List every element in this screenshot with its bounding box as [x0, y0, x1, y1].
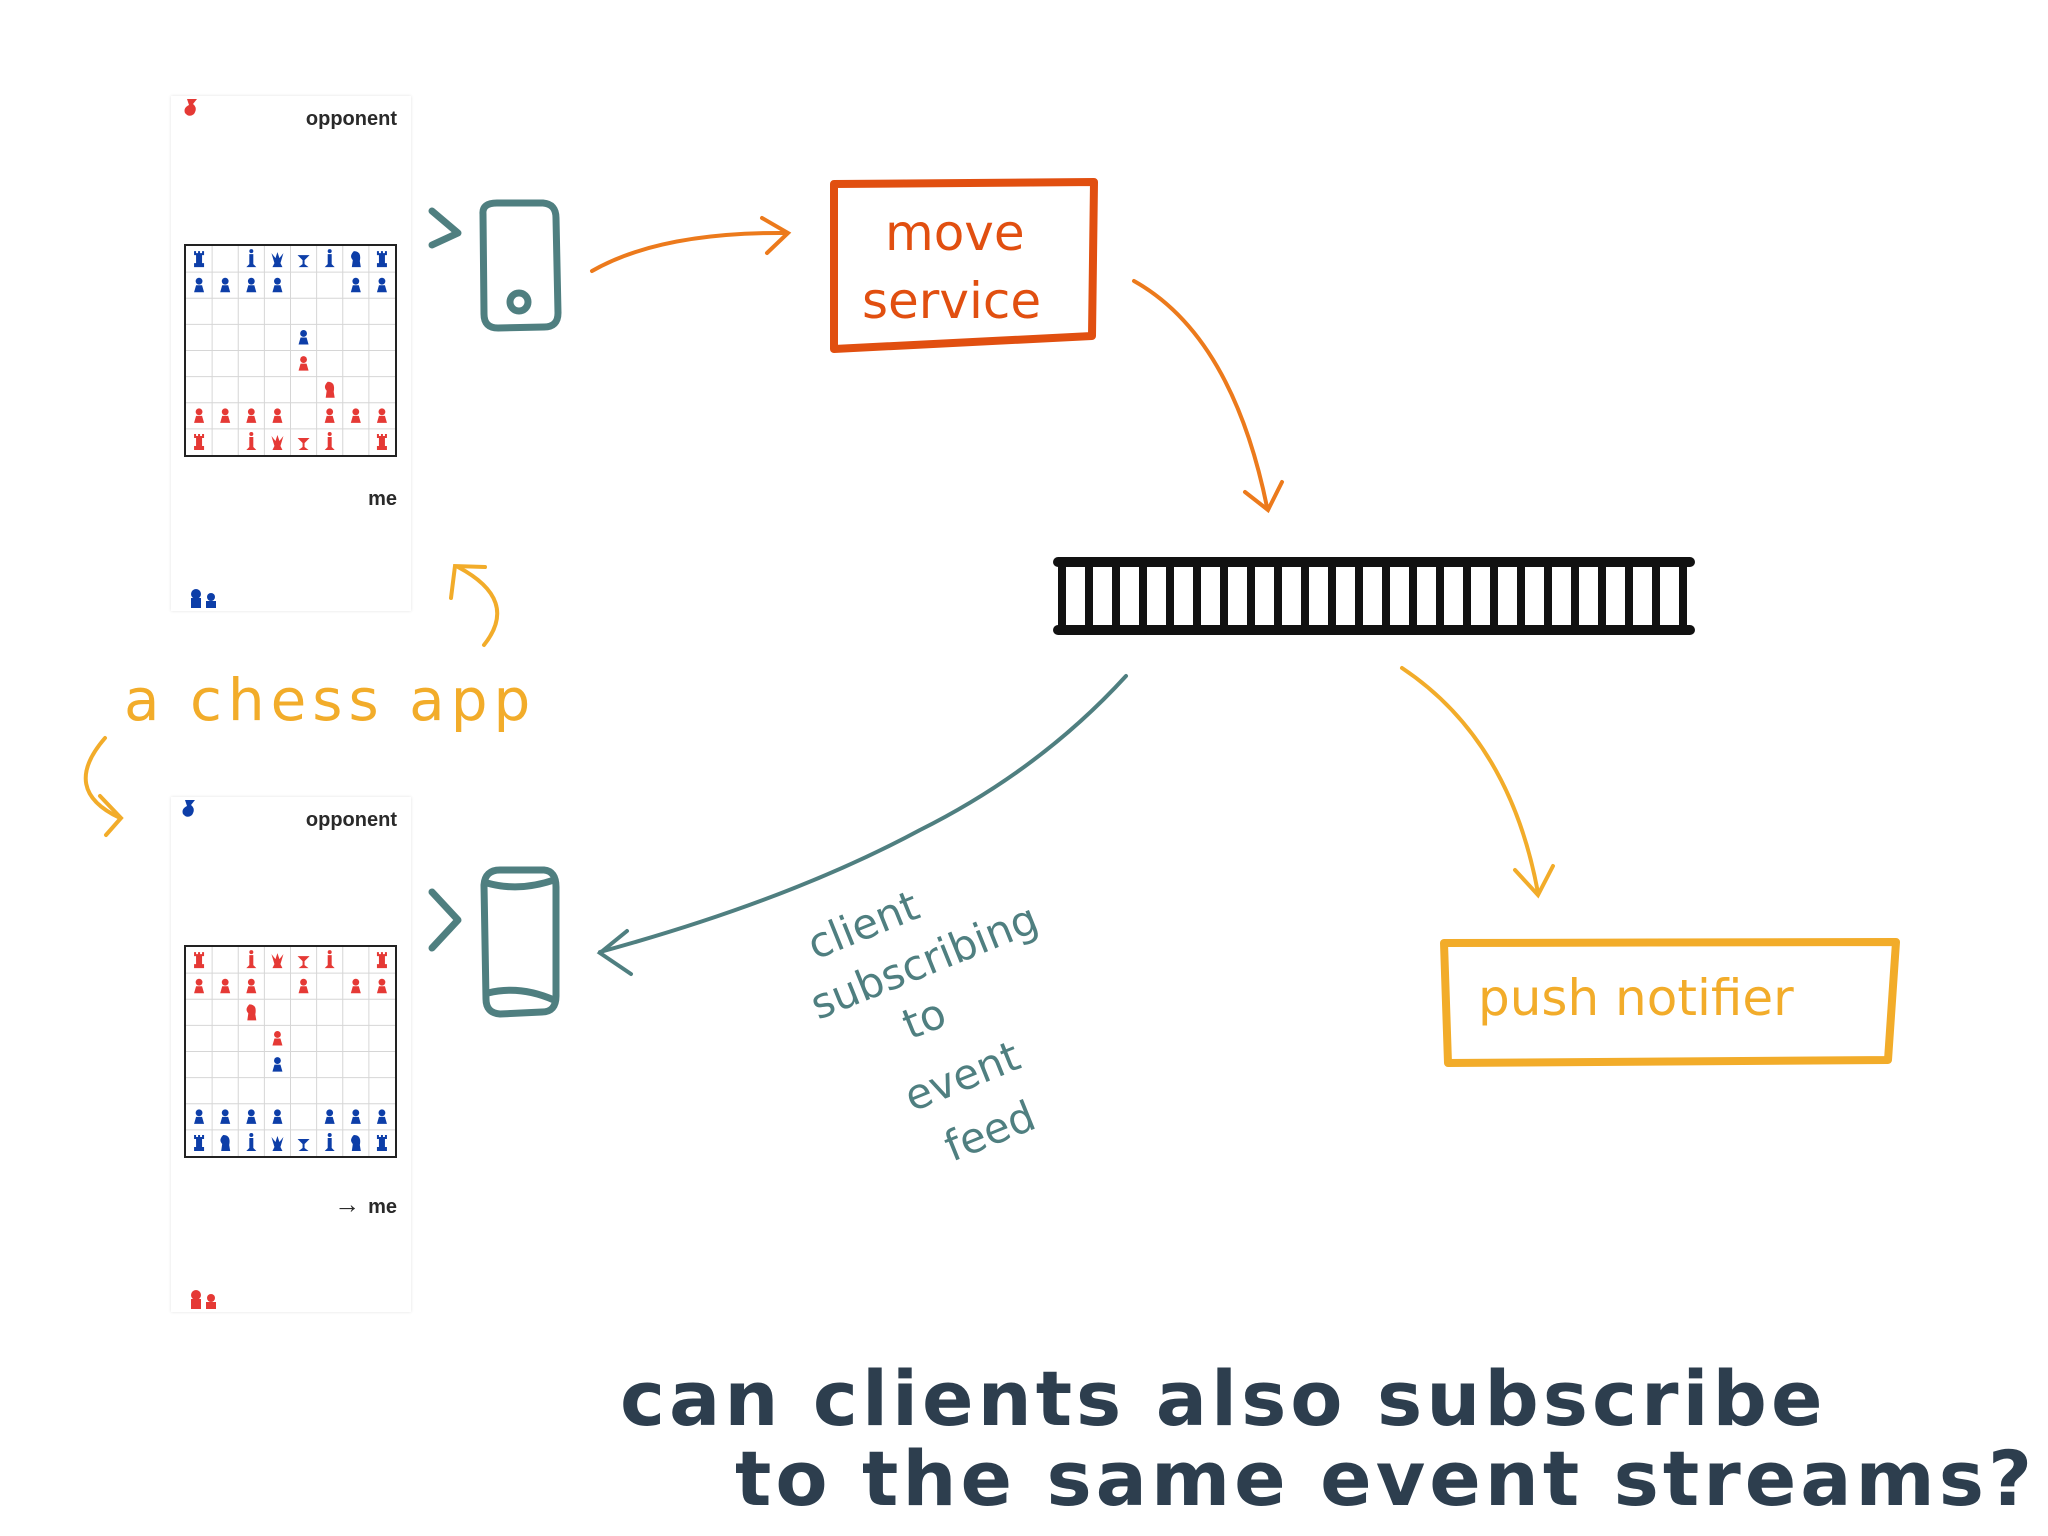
chess-piece [194, 1134, 205, 1151]
chess-piece [194, 408, 205, 423]
arrow-to-top-app [449, 563, 500, 647]
chess-piece [324, 1132, 335, 1151]
chess-piece [297, 1138, 310, 1151]
chess-piece [246, 1004, 257, 1021]
chess-piece [297, 437, 310, 450]
chess-piece [220, 1134, 231, 1151]
chess-piece [246, 1109, 257, 1124]
chess-piece [272, 408, 283, 423]
opponent-label: opponent [305, 809, 397, 831]
chess-board-bottom [184, 945, 397, 1158]
chess-piece [324, 1109, 335, 1124]
chess-piece [350, 1109, 361, 1124]
me-label: →me [334, 1189, 397, 1219]
chess-piece [194, 978, 205, 994]
chess-piece [297, 255, 310, 268]
chess-piece [194, 433, 205, 450]
chess-piece [246, 249, 257, 268]
me-label: me [368, 488, 397, 510]
chess-piece [272, 1031, 283, 1046]
question-line-2: to the same event streams? [735, 1434, 2036, 1523]
chess-piece [376, 1134, 387, 1151]
captured-pieces-icon [191, 589, 216, 608]
chess-piece [271, 252, 284, 268]
chess-piece [376, 952, 387, 969]
chess-piece [350, 978, 361, 994]
chess-piece [351, 251, 361, 268]
client-feed-annotation: to [895, 988, 952, 1049]
chess-piece [376, 978, 387, 994]
chess-piece [324, 950, 335, 969]
chess-piece [194, 952, 205, 969]
chess-piece [376, 1109, 387, 1124]
chess-piece [246, 431, 257, 450]
chess-piece [376, 277, 387, 293]
chess-app-screen-top: opponent me [171, 96, 411, 611]
chess-piece [324, 408, 335, 423]
chess-piece [350, 408, 361, 423]
captured-pieces-icon [191, 1290, 216, 1309]
chess-piece [194, 251, 205, 268]
chess-piece [246, 1132, 257, 1151]
arrow-to-bottom-app [83, 736, 124, 837]
arrow-to-move-service [590, 216, 792, 273]
opponent-label: opponent [305, 108, 397, 130]
chess-piece [271, 1135, 284, 1151]
chess-piece [220, 1109, 231, 1124]
chess-piece [220, 978, 231, 994]
timer-icon [184, 99, 197, 116]
chess-piece [376, 251, 387, 268]
chess-piece [272, 277, 283, 293]
timer-icon [182, 800, 195, 817]
chess-piece [324, 431, 335, 450]
chess-app-screen-bottom: opponent →me [171, 797, 411, 1312]
chess-piece [220, 277, 231, 293]
bottom-card-decor [182, 800, 216, 1309]
chess-piece [298, 978, 309, 994]
question-line-1: can clients also subscribe [620, 1354, 1826, 1443]
top-card-decor [184, 99, 216, 608]
chess-piece [298, 330, 309, 345]
arrow-to-push-notifier [1400, 666, 1555, 899]
chess-piece [246, 408, 257, 423]
chess-board-top [184, 244, 397, 457]
chess-piece [324, 249, 335, 268]
move-service-box [830, 178, 1098, 353]
chess-piece [271, 953, 284, 969]
turn-arrow-icon: → [334, 1189, 361, 1219]
chess-piece [350, 277, 361, 293]
board-grid [186, 947, 395, 1156]
event-stream-log [1053, 557, 1695, 635]
chess-piece [246, 978, 257, 994]
push-notifier-label: push notifier [1478, 969, 1794, 1027]
move-service-label: move [885, 204, 1025, 262]
chess-app-annotation: a chess app [124, 666, 536, 734]
chess-piece [297, 956, 310, 969]
move-service-label: service [862, 272, 1041, 330]
chess-piece [376, 433, 387, 450]
chess-piece [194, 277, 205, 293]
chess-piece [376, 408, 387, 423]
chess-piece [324, 381, 335, 398]
chess-piece [246, 950, 257, 969]
arrow-to-event-stream [1132, 279, 1284, 514]
chess-piece [194, 1109, 205, 1124]
chess-piece [246, 277, 257, 293]
board-grid [186, 246, 395, 455]
chess-piece [298, 356, 309, 371]
chess-piece [220, 408, 231, 423]
chess-piece [271, 434, 284, 450]
chess-piece [351, 1134, 361, 1151]
chess-piece [272, 1109, 283, 1124]
push-notifier-box [1440, 938, 1900, 1067]
arrow-to-client [596, 674, 1128, 976]
phone-bottom-icon [428, 866, 560, 1018]
phone-top-icon [428, 199, 562, 332]
chess-piece [272, 1057, 283, 1072]
